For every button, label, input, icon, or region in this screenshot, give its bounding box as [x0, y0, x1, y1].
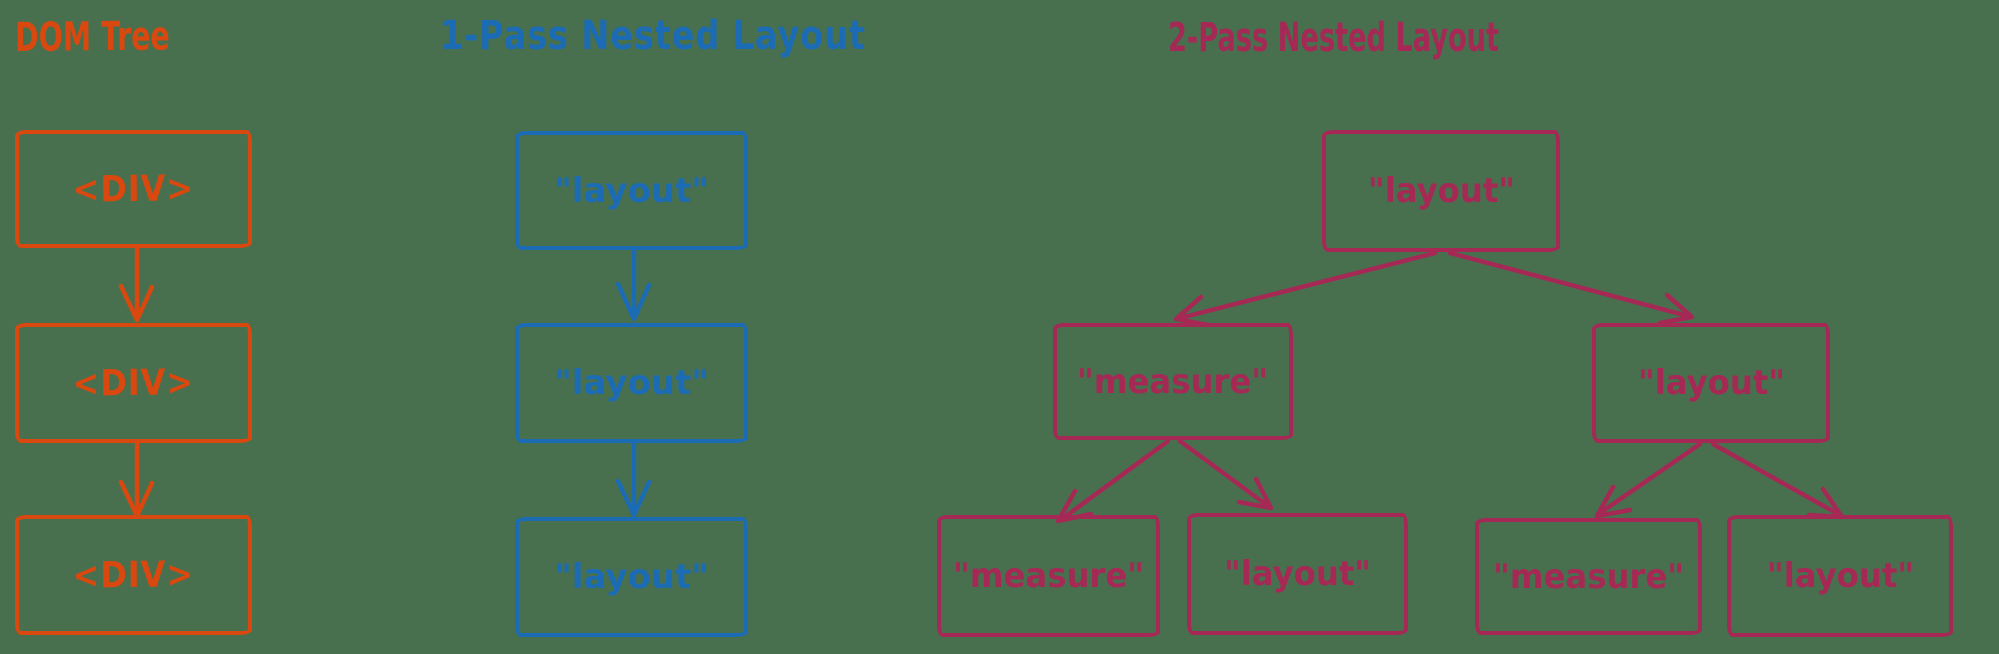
arrow-head-icon — [615, 478, 652, 518]
dom-tree-node-2: <DIV> — [15, 323, 252, 443]
one-pass-node-3: "layout" — [515, 517, 748, 637]
arrow-head-icon — [615, 281, 652, 322]
two-pass-child-layout: "layout" — [1592, 323, 1830, 443]
arrow-head-icon — [1236, 476, 1274, 511]
node-label: <DIV> — [72, 361, 195, 405]
two-pass-grandchild-layout-1: "layout" — [1187, 513, 1408, 635]
dom-tree-node-1: <DIV> — [15, 130, 252, 248]
two-pass-grandchild-measure-1: "measure" — [937, 515, 1160, 637]
one-pass-arrows — [615, 248, 652, 518]
one-pass-title: 1-Pass Nested Layout — [440, 13, 866, 59]
arrow-shaft — [1059, 438, 1171, 522]
node-label: "measure" — [1077, 361, 1269, 402]
node-label: "layout" — [1223, 554, 1372, 594]
node-label: "layout" — [1766, 556, 1914, 596]
arrow-shaft — [1710, 441, 1841, 517]
node-label: "layout" — [554, 557, 709, 597]
two-pass-arrows — [1055, 250, 1845, 524]
arrow-shaft — [1597, 441, 1703, 516]
dom-tree-node-3: <DIV> — [15, 515, 252, 635]
node-label: "layout" — [1637, 363, 1785, 403]
arrow-head-icon — [118, 283, 155, 323]
one-pass-node-1: "layout" — [515, 131, 748, 250]
node-label: "layout" — [1367, 171, 1515, 211]
arrow-shaft — [1177, 250, 1438, 321]
two-pass-title: 2-Pass Nested Layout — [1168, 15, 1500, 61]
node-label: "measure" — [952, 556, 1145, 596]
arrow-shaft — [1447, 250, 1691, 319]
node-label: "layout" — [554, 363, 709, 403]
two-pass-grandchild-layout-2: "layout" — [1727, 515, 1953, 637]
node-label: "measure" — [1492, 556, 1685, 597]
arrow-shaft — [1177, 438, 1271, 509]
two-pass-child-measure: "measure" — [1053, 323, 1293, 440]
two-pass-grandchild-measure-2: "measure" — [1475, 518, 1702, 635]
node-label: <DIV> — [72, 167, 195, 211]
two-pass-root-node: "layout" — [1322, 130, 1560, 252]
node-label: <DIV> — [72, 553, 195, 597]
node-label: "layout" — [554, 170, 709, 211]
one-pass-node-2: "layout" — [515, 323, 748, 443]
arrow-head-icon — [1594, 484, 1633, 519]
arrow-head-icon — [1657, 292, 1695, 326]
dom-tree-title: DOM Tree — [14, 13, 170, 61]
